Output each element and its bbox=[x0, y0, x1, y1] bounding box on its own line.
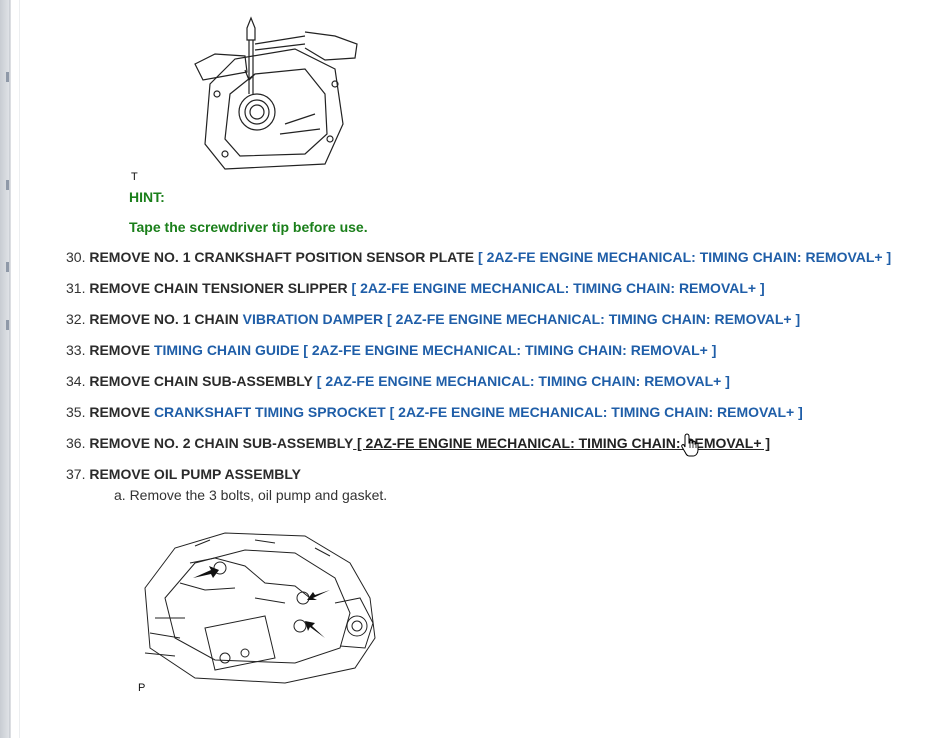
oil-pump-illustration bbox=[144, 532, 376, 684]
step-title: REMOVE NO. 1 CRANKSHAFT POSITION SENSOR … bbox=[89, 249, 475, 265]
figure-label: T bbox=[131, 171, 138, 183]
edge-marker bbox=[6, 320, 9, 330]
figure-label: P bbox=[138, 682, 146, 694]
hint-text: Tape the screwdriver tip before use. bbox=[129, 219, 368, 235]
timing-chain-removal-link[interactable]: [ 2AZ-FE ENGINE MECHANICAL: TIMING CHAIN… bbox=[387, 311, 801, 327]
seal-removal-illustration bbox=[194, 16, 358, 170]
step-31: 31. REMOVE CHAIN TENSIONER SLIPPER [ 2AZ… bbox=[66, 280, 765, 296]
step-title: REMOVE CHAIN TENSIONER SLIPPER bbox=[89, 280, 348, 296]
step-title: REMOVE NO. 1 CHAIN bbox=[89, 311, 239, 327]
step-36: 36. REMOVE NO. 2 CHAIN SUB-ASSEMBLY [ 2A… bbox=[66, 435, 770, 451]
vibration-damper-link[interactable]: VIBRATION DAMPER bbox=[242, 311, 384, 327]
timing-chain-removal-link[interactable]: [ 2AZ-FE ENGINE MECHANICAL: TIMING CHAIN… bbox=[389, 404, 803, 420]
step-number: 37. bbox=[66, 466, 86, 482]
step-number: 32. bbox=[66, 311, 86, 327]
timing-chain-removal-link[interactable]: [ 2AZ-FE ENGINE MECHANICAL: TIMING CHAIN… bbox=[303, 342, 717, 358]
step-number: 31. bbox=[66, 280, 86, 296]
step-title: REMOVE bbox=[89, 404, 151, 420]
timing-chain-removal-link-hovered[interactable]: [ 2AZ-FE ENGINE MECHANICAL: TIMING CHAIN… bbox=[353, 435, 771, 451]
edge-marker bbox=[6, 72, 9, 82]
step-35: 35. REMOVE CRANKSHAFT TIMING SPROCKET [ … bbox=[66, 404, 803, 420]
timing-chain-removal-link[interactable]: [ 2AZ-FE ENGINE MECHANICAL: TIMING CHAIN… bbox=[478, 249, 892, 265]
step-number: 30. bbox=[66, 249, 86, 265]
timing-chain-guide-link[interactable]: TIMING CHAIN GUIDE bbox=[153, 342, 300, 358]
timing-chain-removal-link[interactable]: [ 2AZ-FE ENGINE MECHANICAL: TIMING CHAIN… bbox=[351, 280, 765, 296]
step-34: 34. REMOVE CHAIN SUB-ASSEMBLY [ 2AZ-FE E… bbox=[66, 373, 730, 389]
window-left-edge bbox=[0, 0, 20, 738]
timing-chain-removal-link[interactable]: [ 2AZ-FE ENGINE MECHANICAL: TIMING CHAIN… bbox=[316, 373, 730, 389]
step-37: 37. REMOVE OIL PUMP ASSEMBLY bbox=[66, 466, 301, 482]
step-number: 35. bbox=[66, 404, 86, 420]
step-number: 34. bbox=[66, 373, 86, 389]
step-30: 30. REMOVE NO. 1 CRANKSHAFT POSITION SEN… bbox=[66, 249, 891, 265]
step-number: 33. bbox=[66, 342, 86, 358]
edge-marker bbox=[6, 180, 9, 190]
substep-text: a. Remove the 3 bolts, oil pump and gask… bbox=[114, 487, 388, 503]
hand-pointer-cursor-icon bbox=[681, 433, 699, 457]
step-33: 33. REMOVE TIMING CHAIN GUIDE [ 2AZ-FE E… bbox=[66, 342, 716, 358]
step-number: 36. bbox=[66, 435, 86, 451]
step-title: REMOVE CHAIN SUB-ASSEMBLY bbox=[89, 373, 313, 389]
step-title: REMOVE bbox=[89, 342, 151, 358]
edge-marker bbox=[6, 262, 9, 272]
step-title: REMOVE OIL PUMP ASSEMBLY bbox=[89, 466, 301, 482]
step-title: REMOVE NO. 2 CHAIN SUB-ASSEMBLY bbox=[89, 435, 354, 451]
hint-label: HINT: bbox=[129, 189, 165, 205]
step-32: 32. REMOVE NO. 1 CHAIN VIBRATION DAMPER … bbox=[66, 311, 800, 327]
crankshaft-timing-sprocket-link[interactable]: CRANKSHAFT TIMING SPROCKET bbox=[153, 404, 386, 420]
